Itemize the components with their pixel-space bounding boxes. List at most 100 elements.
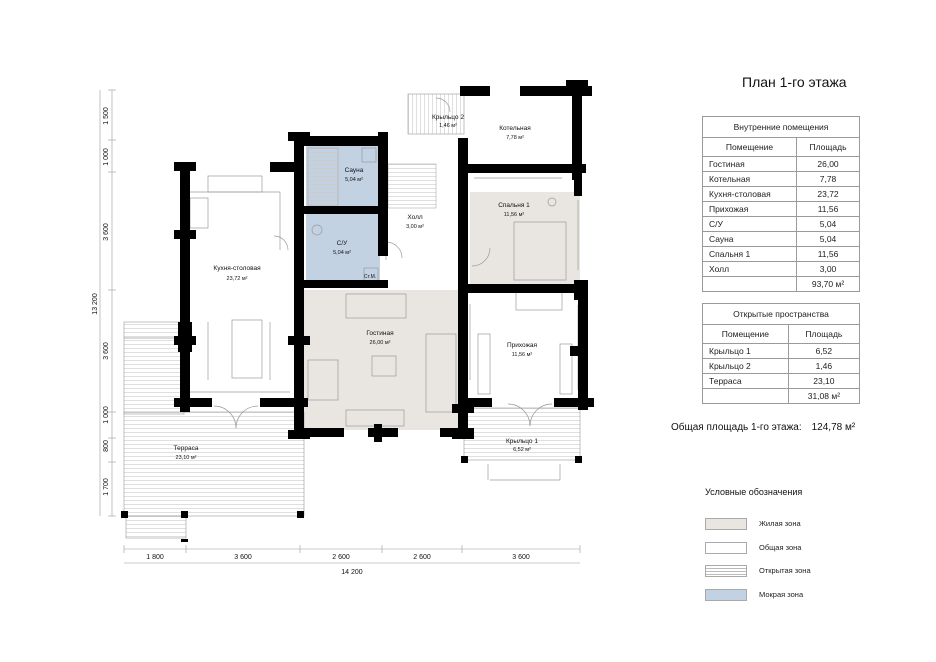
legend-label: Общая зона [759, 543, 802, 552]
walls [174, 80, 594, 442]
outdoor-total: 31,08 м² [787, 388, 861, 404]
legend-title: Условные обозначения [705, 487, 803, 497]
bath-fill [306, 212, 380, 282]
room-cell: Крыльцо 2 [702, 358, 789, 374]
porch1-name: Крыльцо 1 [506, 438, 538, 445]
terrace-deck [123, 411, 305, 517]
legend-swatch-common [705, 542, 747, 554]
dimension-labels: 1 500 1 000 3 600 3 600 1 000 800 1 700 … [92, 107, 530, 576]
porch2-deck [407, 93, 465, 135]
room-cell: Гостиная [701, 156, 798, 172]
area-cell: 26,00 [796, 156, 860, 172]
bath-area: 5,04 м² [333, 250, 351, 256]
table-row: 31,08 м² [702, 388, 861, 404]
area-cell: 23,10 [787, 373, 861, 389]
dim-left-5: 1 000 [103, 406, 110, 424]
outdoor-header-area: Площадь [787, 324, 861, 344]
indoor-header-area: Площадь [796, 137, 860, 157]
area-cell: 1,46 [787, 358, 861, 374]
room-cell: Прихожая [701, 201, 798, 217]
boiler-area: 7,78 м² [506, 135, 524, 141]
room-cell: Терраса [702, 373, 789, 389]
bedroom-fill [470, 192, 580, 288]
room-cell: Крыльцо 1 [702, 343, 789, 359]
indoor-total: 93,70 м² [796, 276, 860, 292]
indoor-header-room: Помещение [701, 137, 798, 157]
hall-stair [387, 163, 437, 209]
closet-name: Ст.М. [364, 274, 376, 280]
dim-left-1: 1 500 [103, 107, 110, 125]
dim-left-4: 3 600 [103, 342, 110, 360]
sauna-bench [307, 147, 339, 207]
room-cell: Спальня 1 [701, 246, 798, 262]
dim-left-6: 800 [103, 440, 110, 452]
dim-left-2: 1 000 [103, 148, 110, 166]
room-cell: Кухня-столовая [701, 186, 798, 202]
table-row: 93,70 м² [701, 276, 860, 292]
kitchen-name: Кухня-столовая [213, 265, 261, 272]
area-cell: 11,56 [796, 246, 860, 262]
legend-swatch-living [705, 518, 747, 530]
living-name: Гостиная [366, 330, 394, 337]
plan-title: План 1-го этажа [742, 74, 847, 90]
dim-left-3: 3 600 [103, 223, 110, 241]
area-cell: 23,72 [796, 186, 860, 202]
area-cell: 6,52 [787, 343, 861, 359]
area-cell: 3,00 [796, 261, 860, 277]
outdoor-header-room: Помещение [702, 324, 789, 344]
porch1-deck [463, 407, 581, 461]
sauna-name: Сауна [345, 167, 364, 174]
kitchen-area: 23,72 м² [227, 276, 248, 282]
room-cell: Сауна [701, 231, 798, 247]
dim-bottom-3: 2 600 [332, 554, 350, 561]
area-cell: 11,56 [796, 201, 860, 217]
hall-area: 3,00 м² [406, 224, 424, 230]
total-area-value: 124,78 м² [811, 422, 856, 433]
zone-fills [123, 93, 581, 539]
dim-left-total: 13 200 [92, 293, 99, 315]
terrace-steps [125, 515, 187, 539]
indoor-rooms-table: Внутренние помещения Помещение Площадь Г… [701, 116, 860, 292]
area-cell: 7,78 [796, 171, 860, 187]
legend-swatch-open [705, 565, 747, 577]
porch2-area: 1,46 м² [439, 123, 457, 129]
entry-name: Прихожая [507, 342, 538, 349]
entry-area: 11,56 м² [512, 352, 533, 358]
posts [121, 456, 582, 542]
dim-bottom-5: 3 600 [512, 554, 530, 561]
legend-label: Жилая зона [759, 519, 801, 528]
empty-cell [701, 276, 798, 292]
porch2-name: Крыльцо 2 [432, 114, 464, 121]
room-labels: Крыльцо 2 1,46 м² Котельная 7,78 м² Саун… [174, 114, 539, 461]
dimension-lines [99, 89, 581, 564]
legend-label: Мокрая зона [759, 590, 804, 599]
room-cell: С/У [701, 216, 798, 232]
area-cell: 5,04 [796, 216, 860, 232]
area-cell: 5,04 [796, 231, 860, 247]
total-area: Общая площадь 1-го этажа: 124,78 м² [671, 422, 855, 433]
bedroom-name: Спальня 1 [498, 202, 530, 209]
bath-name: С/У [337, 240, 349, 247]
boiler-name: Котельная [499, 125, 531, 132]
bedroom-area: 11,56 м² [504, 212, 525, 218]
total-area-label: Общая площадь 1-го этажа: [671, 422, 802, 433]
porch1-area: 6,52 м² [513, 447, 531, 453]
dim-left-7: 1 700 [103, 478, 110, 496]
room-cell: Холл [701, 261, 798, 277]
terrace-name: Терраса [174, 445, 199, 452]
dim-bottom-total: 14 200 [341, 569, 363, 576]
dim-bottom-4: 2 600 [413, 554, 431, 561]
dim-bottom-1: 1 800 [146, 554, 164, 561]
living-area: 26,00 м² [370, 340, 391, 346]
room-cell: Котельная [701, 171, 798, 187]
